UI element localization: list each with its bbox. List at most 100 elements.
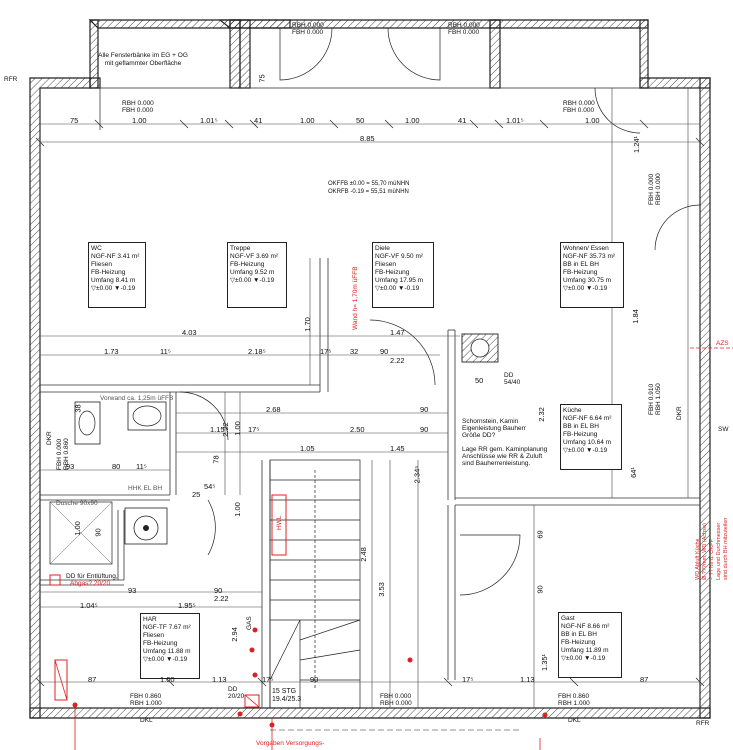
dim-top-0: 75 [70,116,79,125]
dim-mid1-1: 1.47 [390,328,405,337]
dim-hall-3: 90 [420,425,429,434]
note-chimney: Schornstein, Kamin Eigenleistung Bauherr… [462,418,526,439]
dim-hall-2: 2.50 [350,425,365,434]
room-kueche: Küche NGF-NF 6.64 m² BB in EL BH FB-Heiz… [560,404,622,470]
dim-left-7: 90 [214,586,223,595]
rfr-left: RFR [4,76,18,83]
dim-bottom-1: 1.00 [160,675,175,684]
dim-vert-3: 2.94 [229,627,239,642]
dim-left-8: 1.04⁵ [80,601,98,610]
note-wd-kitchen: WD Abluft Küche Ø ???mm, WD (Achse) = ??… [695,517,729,580]
dim-vert-6: 1.70 [302,317,312,332]
rfr-right: RFR [696,720,710,727]
dim-mid2-5: 90 [380,347,389,356]
dim-kitchen-6: 64¹ [628,467,638,478]
dim-left-6: 93 [128,586,137,595]
dim-vert-4: 1.35¹ [540,653,550,672]
dim-hall-0: 2.68 [266,405,281,414]
note-hhk: HHK EL BH [128,485,163,492]
dim-vert-21: 1.00 [72,521,82,536]
dim-kitchen-3: 2.32 [536,407,546,422]
dim-vert-10: 90 [535,585,545,594]
note-dd-vent: DD für Entlüftung, [66,573,118,580]
dim-top-7: 41 [458,116,467,125]
note-sw: SW [718,426,729,433]
note-partial-wall: Vorwand ca. 1,25m üFFB [100,395,174,402]
level-okrfb: OKRFB -0.19 = 55,51 müNHN [328,189,409,195]
dim-kitchen-8: 1.84 [630,309,640,324]
dim-vert-20: 90 [93,528,103,537]
dim-vert-19: 1.00 [232,502,242,517]
dim-mid1-0: 4.03 [182,328,197,337]
dim-bottom-0: 87 [88,675,97,684]
note-dd-bottom: DD 20/20 [228,686,245,700]
dim-v75: 75 [257,74,267,83]
dim-top-5: 50 [356,116,365,125]
note-dkr-1: DKR [46,431,53,445]
dim-vert-16: 25 [192,490,201,499]
note-dd-top: DD 54/40 [504,372,521,386]
dim-vert-0: 2.48 [358,547,368,562]
dim-left-9: 1.95⁵ [178,601,196,610]
dim-top-8: 1.01⁵ [506,116,524,125]
dim-vert-13: 2.22 [220,422,230,437]
note-window-sills: Alle Fensterbänke im EG + OG mit geflamm… [98,52,188,67]
room-diele: Diele NGF-VF 9.50 m² Fliesen FB-Heizung … [372,242,434,308]
dim-mid2-3: 17⁵ [320,347,332,356]
note-azs: AZS [716,340,729,347]
dimension-ticks [35,119,705,687]
staircase [269,459,361,709]
dim-hall-4: 1.05 [300,444,315,453]
dim-vert-12: 78 [211,455,221,464]
note-hwl: HWL [276,515,283,530]
room-treppe: Treppe NGF-VF 3.69 m² FB-Heizung Umfang … [227,242,287,308]
note-wall-height: Wand h= 1,70m üFFB [352,266,359,330]
room-gast: Gast NGF-NF 8.66 m² BB in EL BH FB-Heizu… [558,612,622,678]
dim-hall-6: 1.15 [210,425,225,434]
dim-mid2-1: 11⁵ [160,347,171,356]
dim-left-10: 2.22 [214,594,229,603]
dim-hall-7: 17⁵ [248,425,260,434]
dim-bottom-8: 87 [640,675,649,684]
level-okffb: OKFFB ±0.00 = 55,70 müNHN [328,181,410,187]
dim-mid2-0: 1.73 [104,347,119,356]
dim-top-9: 1.00 [585,116,600,125]
dim-top-2: 1.01⁵ [200,116,218,125]
dim-vert-17: 54⁵ [204,482,216,491]
dim-top-6: 1.00 [405,116,420,125]
dim-kitchen-7: 1.24¹ [632,135,642,154]
dim-top-3: 41 [254,116,263,125]
dim-left-2: 80 [112,462,121,471]
dim-bottom-7: 1.13 [520,675,535,684]
note-dkr-2: DKR [676,406,683,420]
dim-top-4: 1.00 [300,116,315,125]
note-stairs: 15 STG 19.4/25.3 [272,688,302,703]
dim-vert-8: 69 [535,530,545,539]
dim-kitchen-0: 50 [475,376,484,385]
dim-left-1: 93 [66,462,75,471]
dim-bottom-4: 90 [310,675,319,684]
dim-bottom-2: 1.13 [212,675,227,684]
note-shower: Dusche 90x90 [56,500,98,507]
note-dkl-2: DKL [568,717,581,724]
note-chimney-rr: Lage RR gem. Kaminplanung Anschlüsse wie… [462,446,548,467]
note-dd-exhaust: Abgas? 20/20 [70,580,111,587]
section-markers [60,717,520,731]
room-wc: WC NGF-NF 3.41 m² Fliesen FB-Heizung Umf… [88,242,146,308]
dim-overall: 8.85 [360,134,375,143]
dim-left-3: 11⁵ [136,462,147,471]
exterior-walls [29,19,711,719]
dim-mid2-4: 32 [350,347,359,356]
dim-mid2-6: 2.22 [390,356,405,365]
dim-mid2-2: 2.18⁵ [248,347,266,356]
dim-bottom-3: 17⁵ [262,675,274,684]
interior-walls [39,87,701,709]
